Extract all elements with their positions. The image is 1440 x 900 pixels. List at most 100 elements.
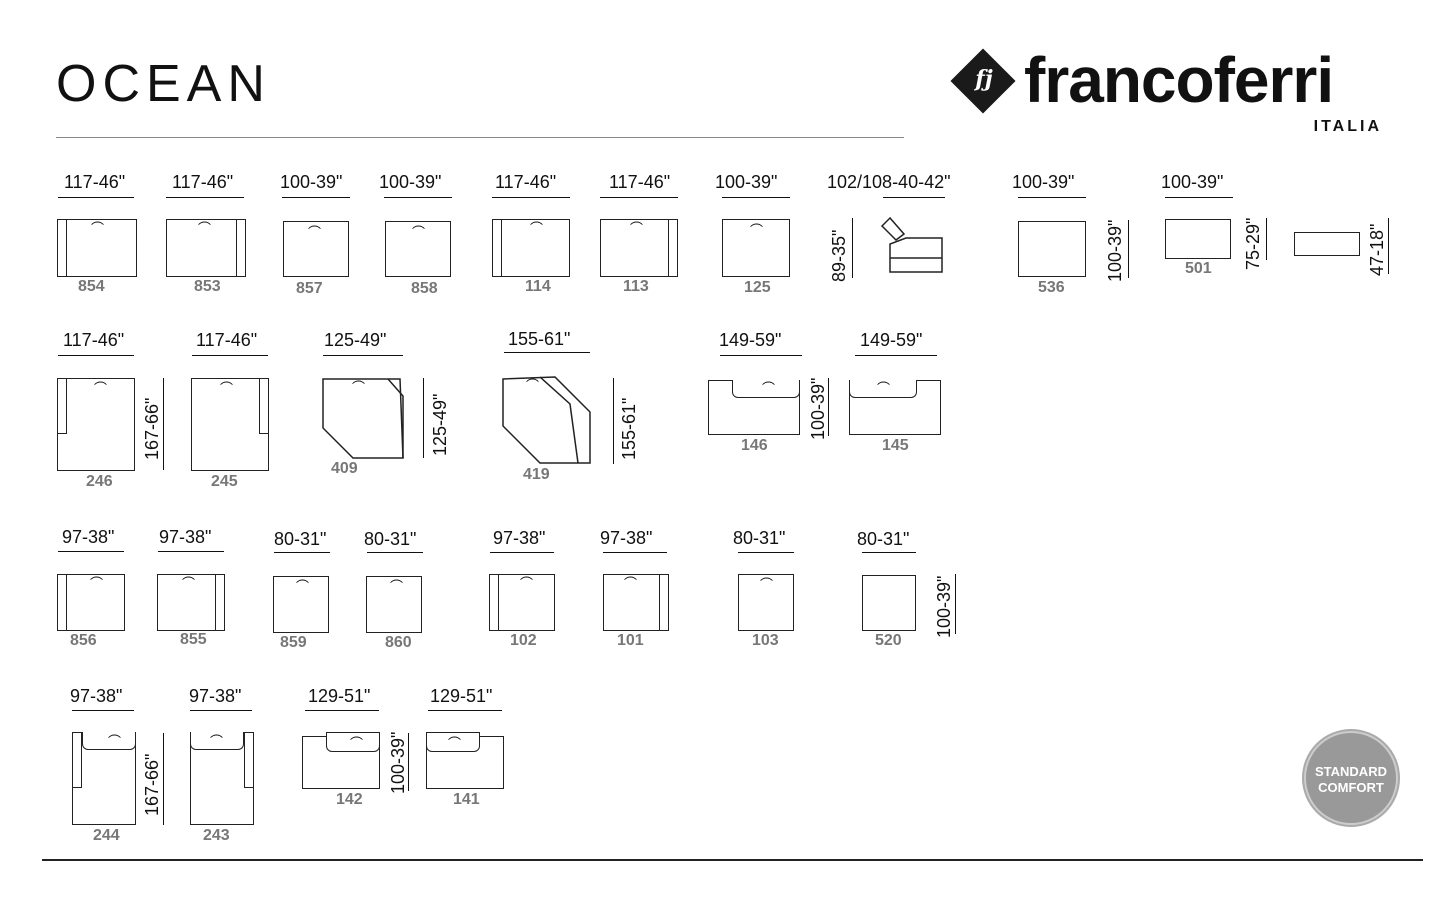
- recliner-icon: ⌒: [412, 225, 426, 240]
- width-rule: [305, 710, 379, 711]
- module-code: 859: [280, 634, 307, 651]
- module-code: 858: [411, 280, 438, 297]
- height-rule: [1128, 220, 1129, 278]
- recliner-icon: ⌒: [352, 380, 366, 395]
- height-rule: [1266, 218, 1267, 260]
- module-backrest: [426, 732, 480, 752]
- module-code: 244: [93, 827, 120, 844]
- module-arm: [236, 219, 246, 277]
- recliner-icon: ⌒: [624, 576, 638, 591]
- module-520-shape: [862, 575, 916, 631]
- module-code: 145: [882, 437, 909, 454]
- recliner-icon: ⌒: [296, 579, 310, 594]
- recliner-icon: ⌒: [750, 223, 764, 238]
- brand-logo: fj francoferri ITALIA: [950, 48, 1390, 142]
- module-code: 146: [741, 437, 768, 454]
- recliner-icon: ⌒: [91, 221, 105, 236]
- module-855-shape: [157, 574, 225, 631]
- width-rule: [490, 552, 554, 553]
- module-code: 857: [296, 280, 323, 297]
- width-rule: [72, 710, 134, 711]
- width-label: 100-39": [280, 172, 343, 192]
- module-arm: [215, 574, 225, 631]
- width-label: 117-46": [63, 330, 125, 350]
- module-125-shape: [722, 219, 790, 277]
- module-arm: [244, 732, 254, 788]
- module-arm: [668, 219, 678, 277]
- width-label: 100-39": [379, 172, 442, 192]
- recliner-icon: ⌒: [108, 734, 122, 749]
- module-245-shape: [191, 378, 269, 471]
- width-rule: [190, 710, 252, 711]
- module-code: 520: [875, 632, 902, 649]
- height-label: 47-18": [1367, 223, 1387, 276]
- module-854-shape: [57, 219, 137, 277]
- width-label: 97-38": [189, 686, 242, 706]
- width-label: 125-49": [324, 330, 387, 350]
- module-code: 114: [525, 278, 551, 295]
- height-label: 75-29": [1243, 217, 1263, 270]
- width-label: 149-59": [719, 330, 782, 350]
- height-label: 100-39": [934, 575, 954, 638]
- module-code: 853: [194, 278, 221, 295]
- module-backrest: [326, 732, 380, 752]
- width-rule: [722, 197, 790, 198]
- module-code: 113: [623, 278, 649, 295]
- recliner-icon: ⌒: [390, 579, 404, 594]
- height-label: 167-66": [142, 753, 162, 816]
- module-code: 854: [78, 278, 105, 295]
- badge-line-1: STANDARD: [1315, 764, 1387, 779]
- logo-mark-text: fj: [975, 66, 993, 92]
- module-860-shape: [366, 576, 422, 633]
- width-rule: [862, 552, 916, 553]
- recliner-icon: ⌒: [198, 221, 212, 236]
- module-856-shape: [57, 574, 125, 631]
- page-title: OCEAN: [56, 55, 271, 113]
- width-label: 97-38": [62, 527, 115, 547]
- width-label: 117-46": [64, 172, 126, 192]
- module-backrest: [190, 732, 244, 750]
- height-label: 125-49": [430, 393, 450, 456]
- module-backrest: [82, 732, 136, 750]
- module-114-shape: [492, 219, 570, 277]
- width-label: 102/108-40-42": [827, 172, 951, 192]
- width-rule: [282, 197, 350, 198]
- width-rule: [600, 197, 678, 198]
- width-label: 149-59": [860, 330, 923, 350]
- width-label: 80-31": [274, 529, 327, 549]
- recliner-icon: ⌒: [877, 381, 891, 396]
- module-113-shape: [600, 219, 678, 277]
- module-code: 536: [1038, 279, 1065, 296]
- module-code: 141: [453, 791, 480, 808]
- width-rule: [883, 197, 945, 198]
- logo-subtitle: ITALIA: [1313, 118, 1382, 135]
- width-label: 97-38": [493, 528, 546, 548]
- recliner-icon: ⌒: [760, 577, 774, 592]
- module-arm: [72, 732, 82, 788]
- width-label: 80-31": [857, 529, 910, 549]
- width-label: 97-38": [600, 528, 653, 548]
- module-853-shape: [166, 219, 246, 277]
- module-103-shape: [738, 574, 794, 631]
- width-label: 117-46": [196, 330, 258, 350]
- recliner-icon: ⌒: [530, 221, 544, 236]
- height-rule: [613, 378, 614, 464]
- module-arm: [659, 574, 669, 631]
- module-code: 246: [86, 473, 113, 490]
- width-rule: [58, 355, 134, 356]
- width-rule: [428, 710, 502, 711]
- ottoman-side-shape: [1294, 232, 1360, 256]
- height-rule: [423, 378, 424, 458]
- height-label: 167-66": [142, 397, 162, 460]
- height-rule: [955, 574, 956, 634]
- module-857-shape: [283, 221, 349, 277]
- module-536-shape: [1018, 221, 1086, 277]
- height-label: 155-61": [619, 397, 639, 460]
- badge-line-2: COMFORT: [1318, 780, 1384, 795]
- height-label: 89-35": [829, 229, 849, 282]
- module-code: 855: [180, 631, 207, 648]
- recliner-icon: ⌒: [762, 381, 776, 396]
- module-code: 860: [385, 634, 412, 651]
- module-409-shape: [322, 378, 404, 459]
- title-divider: [56, 137, 904, 138]
